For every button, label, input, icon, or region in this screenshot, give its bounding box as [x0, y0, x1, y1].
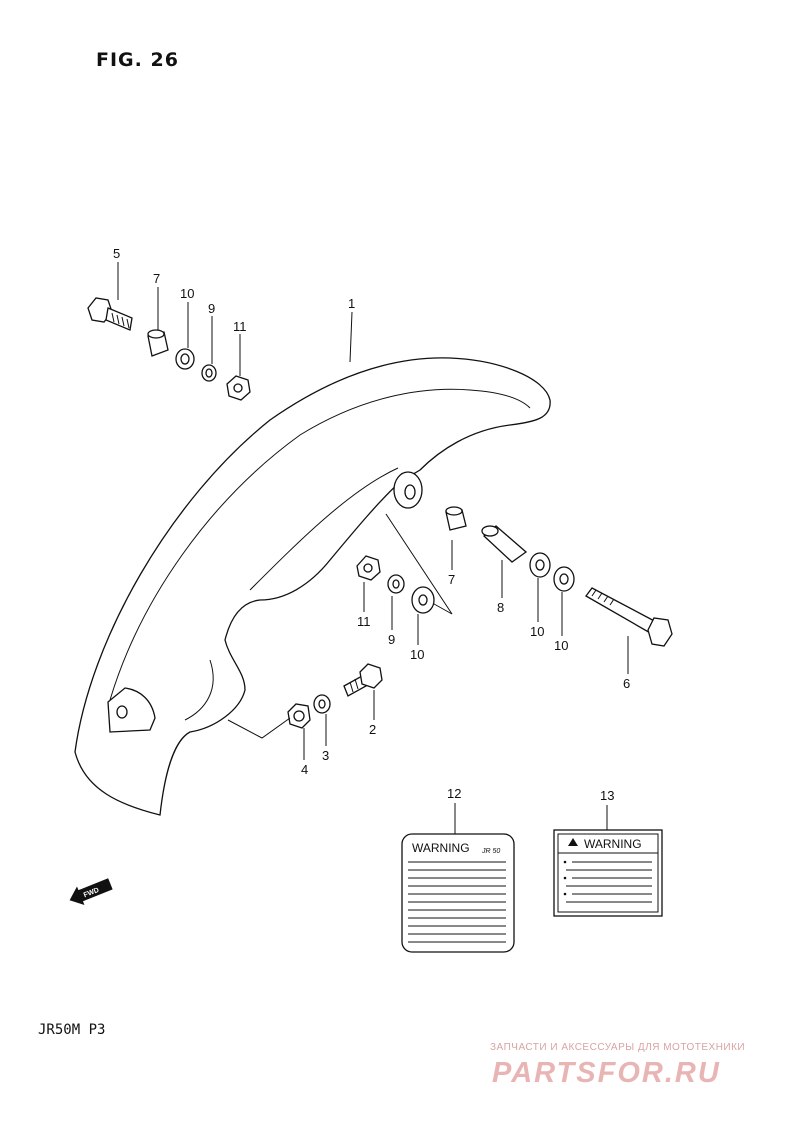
callout-9-upper: 9	[208, 301, 215, 316]
callout-12: 12	[447, 786, 461, 801]
callout-8: 8	[497, 600, 504, 615]
callout-11-upper: 11	[233, 319, 247, 334]
callout-13: 13	[600, 788, 614, 803]
label-13-title: WARNING	[584, 837, 642, 851]
nut-11-upper	[226, 375, 251, 401]
warning-label-12: WARNING JR 50	[401, 833, 515, 953]
fwd-direction-arrow: FWD	[69, 878, 113, 906]
callout-7-rear: 7	[448, 572, 455, 587]
washer-10-rear-c	[411, 586, 435, 614]
lock-washer-9-rear	[387, 574, 405, 594]
label-12-text-lines	[408, 861, 506, 943]
callout-10-rear-b: 10	[554, 638, 568, 653]
leader-1	[349, 311, 353, 363]
callout-6: 6	[623, 676, 630, 691]
watermark-logo-text: PARTSFOR.RU	[492, 1057, 721, 1089]
washer-3	[313, 694, 331, 714]
callout-2: 2	[369, 722, 376, 737]
spacer-7-rear	[445, 506, 467, 531]
warning-label-13: WARNING	[553, 829, 663, 917]
washer-10-upper	[175, 348, 195, 370]
callout-9-rear: 9	[388, 632, 395, 647]
callout-11-rear: 11	[357, 614, 371, 629]
washer-10-rear-b	[553, 566, 575, 592]
callout-10-rear-a: 10	[530, 624, 544, 639]
callout-1: 1	[348, 296, 355, 311]
warning-triangle-icon	[568, 838, 578, 846]
bolt-2	[343, 663, 383, 697]
label-12-title: WARNING	[412, 841, 470, 855]
callout-3: 3	[322, 748, 329, 763]
callout-4: 4	[301, 762, 308, 777]
label-13-text-lines	[566, 861, 652, 903]
front-fender-part	[74, 357, 551, 816]
nut-11-rear	[356, 555, 381, 581]
watermark-caption: ЗАПЧАСТИ И АКСЕССУАРЫ ДЛЯ МОТОТЕХНИКИ	[490, 1042, 745, 1053]
model-code: JR50M P3	[38, 1022, 105, 1038]
arrow-left-icon: FWD	[69, 878, 113, 906]
callout-7-upper: 7	[153, 271, 160, 286]
callout-5: 5	[113, 246, 120, 261]
watermark: ЗАПЧАСТИ И АКСЕССУАРЫ ДЛЯ МОТОТЕХНИКИ PA…	[490, 1042, 745, 1089]
collar-8	[481, 525, 528, 563]
callout-10-upper: 10	[180, 286, 194, 301]
lock-washer-9-upper	[201, 364, 217, 382]
label-13-bullets	[563, 860, 567, 896]
assembly-guide-line-front	[227, 717, 291, 739]
bolt-6	[585, 587, 673, 647]
callout-10-rear-c: 10	[410, 647, 424, 662]
figure-title: FIG. 26	[96, 49, 179, 71]
nut-4	[287, 703, 311, 729]
label-12-badge: JR 50	[481, 848, 500, 855]
washer-10-rear-a	[529, 552, 551, 578]
spacer-7-upper	[147, 329, 169, 357]
bolt-5	[87, 297, 133, 331]
